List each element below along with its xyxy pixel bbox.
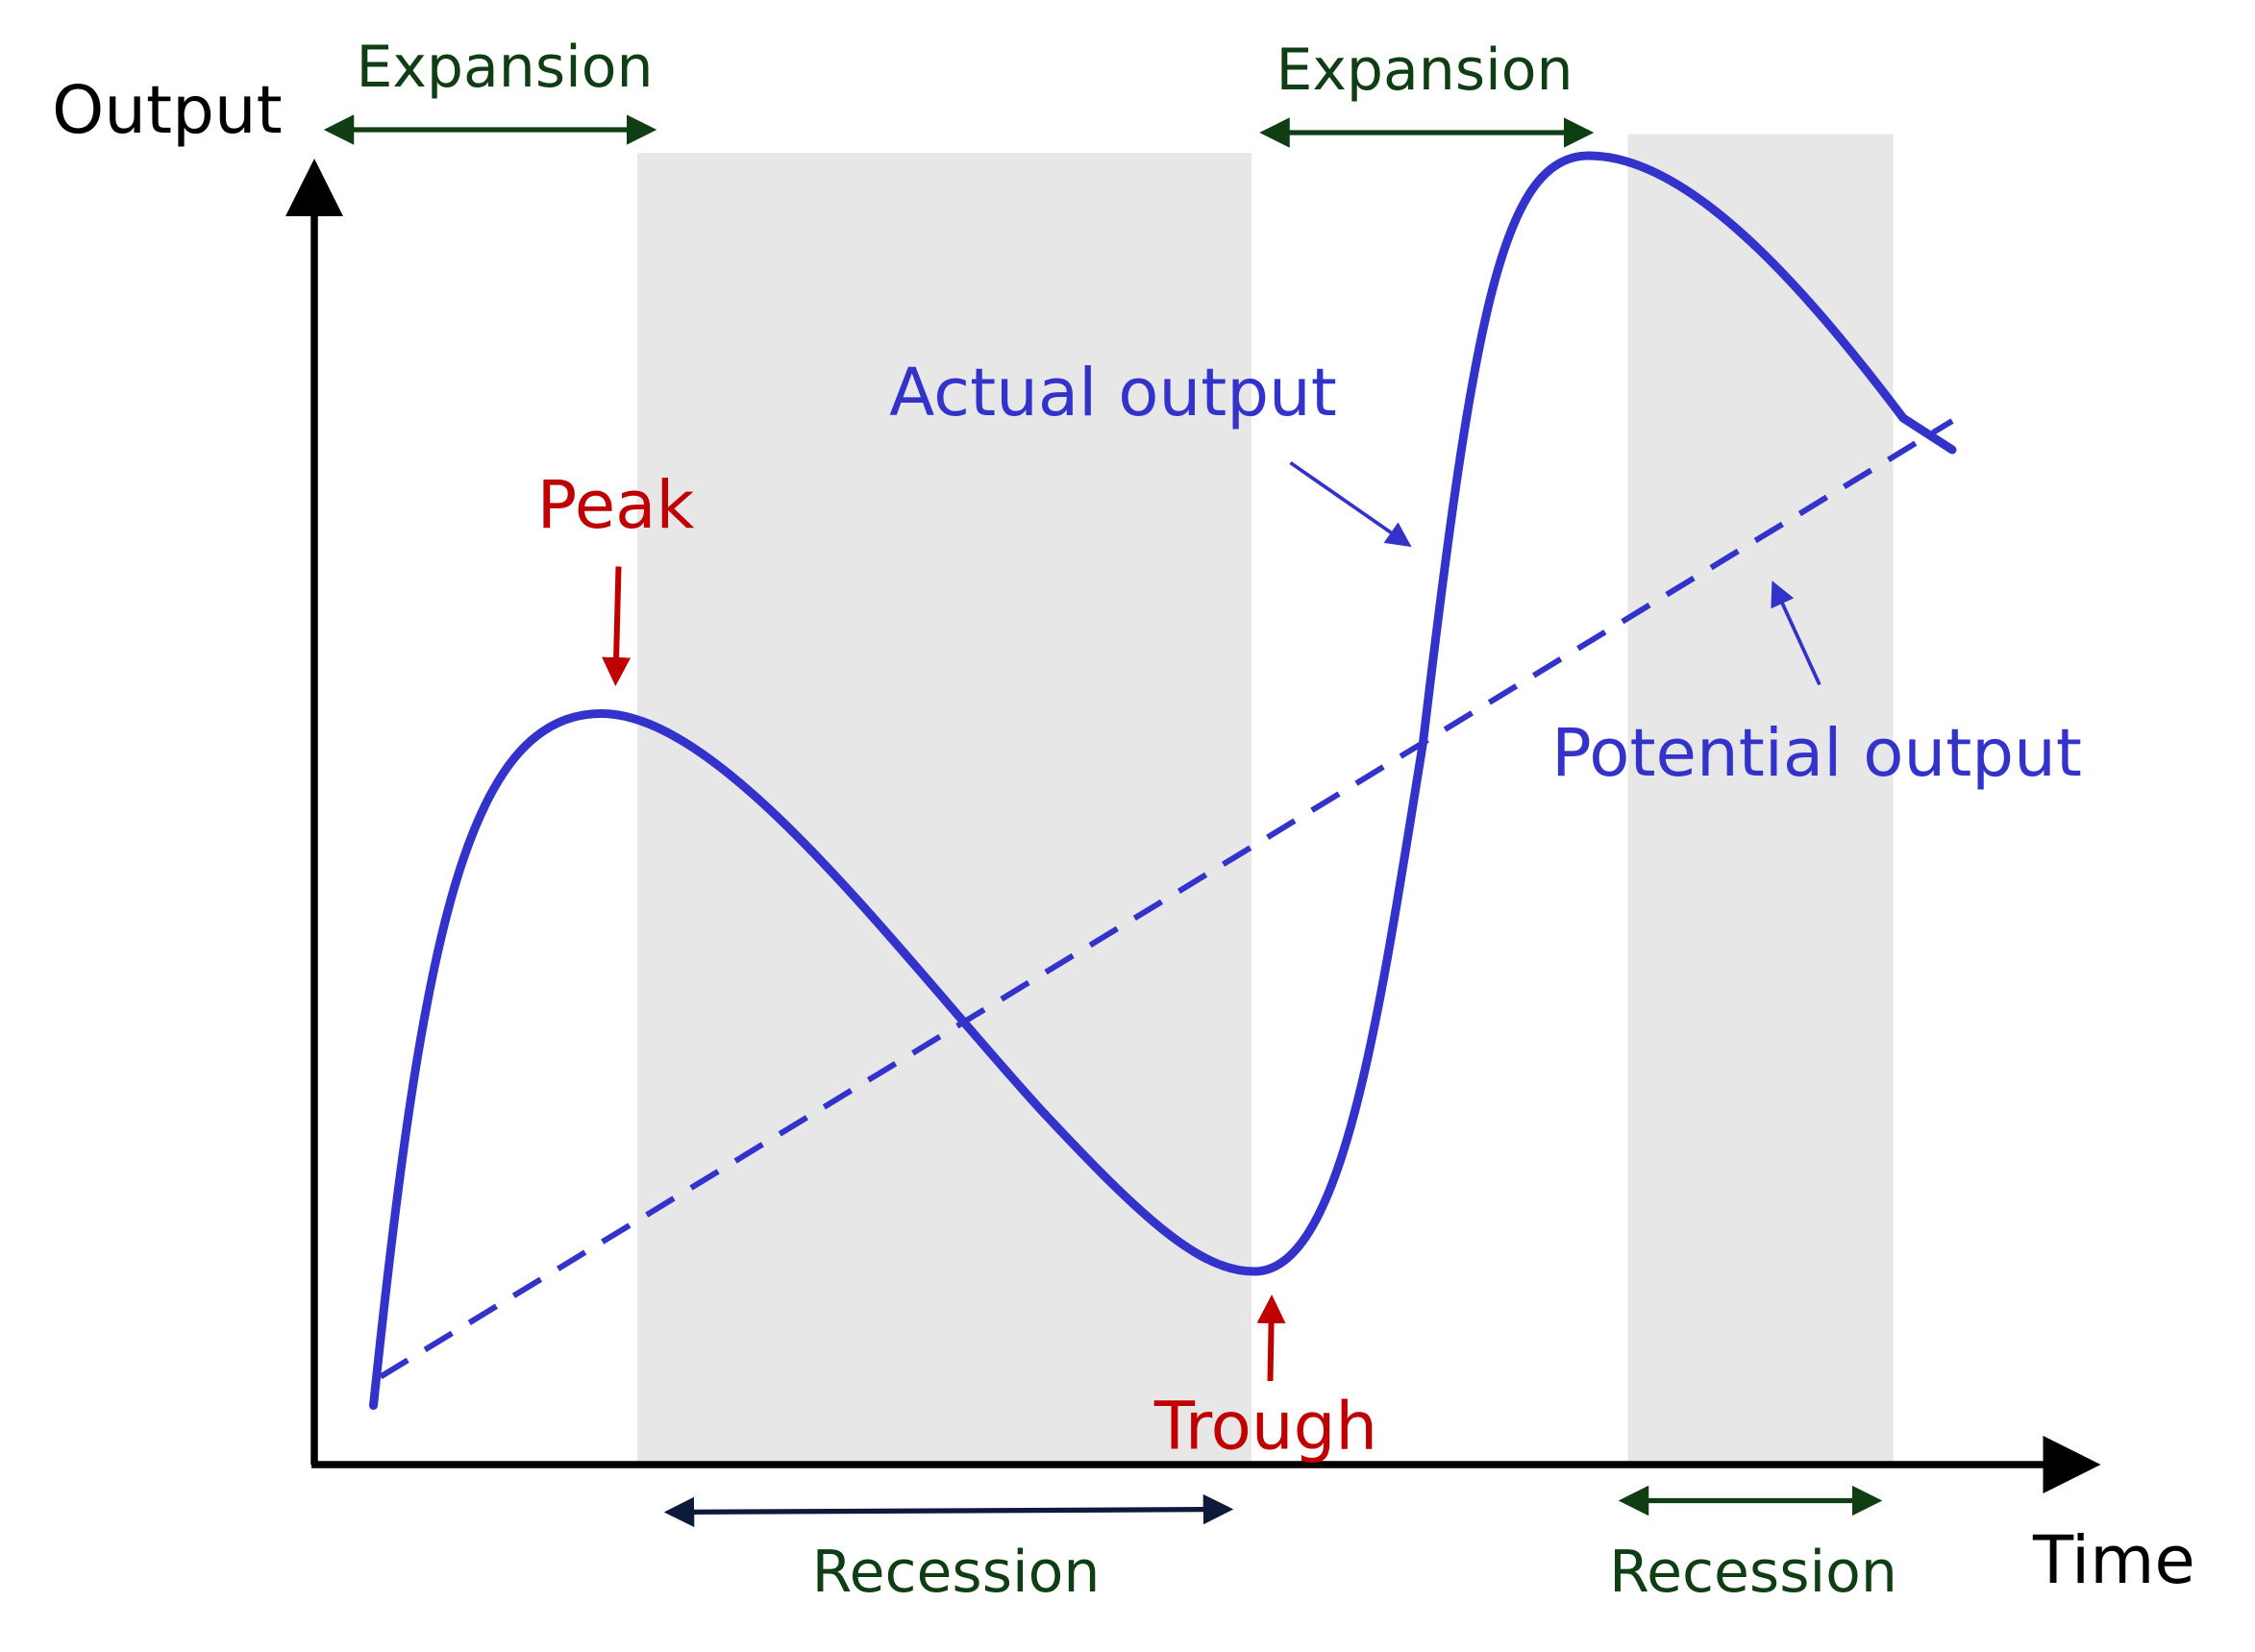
actual-output-label: Actual output xyxy=(889,355,1337,431)
trough-label: Trough xyxy=(1153,1389,1377,1466)
y-axis-label: Output xyxy=(52,72,283,149)
actual-output-pointer xyxy=(1289,460,1412,548)
recession-shade-2 xyxy=(1627,134,1894,1465)
potential-output-pointer xyxy=(1771,580,1821,686)
trough-arrow xyxy=(1256,1294,1286,1382)
recession-1-arrow xyxy=(663,1493,1234,1528)
peak-label: Peak xyxy=(537,467,695,544)
actual-output-curve xyxy=(369,151,1957,1410)
potential-output-label: Potential output xyxy=(1551,715,2082,792)
recession-2-label: Recession xyxy=(1609,1539,1897,1606)
expansion-2-label: Expansion xyxy=(1276,37,1574,104)
recession-shade-1 xyxy=(637,153,1251,1465)
potential-output-line xyxy=(379,418,1954,1380)
peak-arrow xyxy=(602,566,632,686)
x-axis-label: Time xyxy=(2032,1522,2195,1599)
expansion-1-label: Expansion xyxy=(357,34,654,101)
recession-1-label: Recession xyxy=(812,1539,1101,1606)
